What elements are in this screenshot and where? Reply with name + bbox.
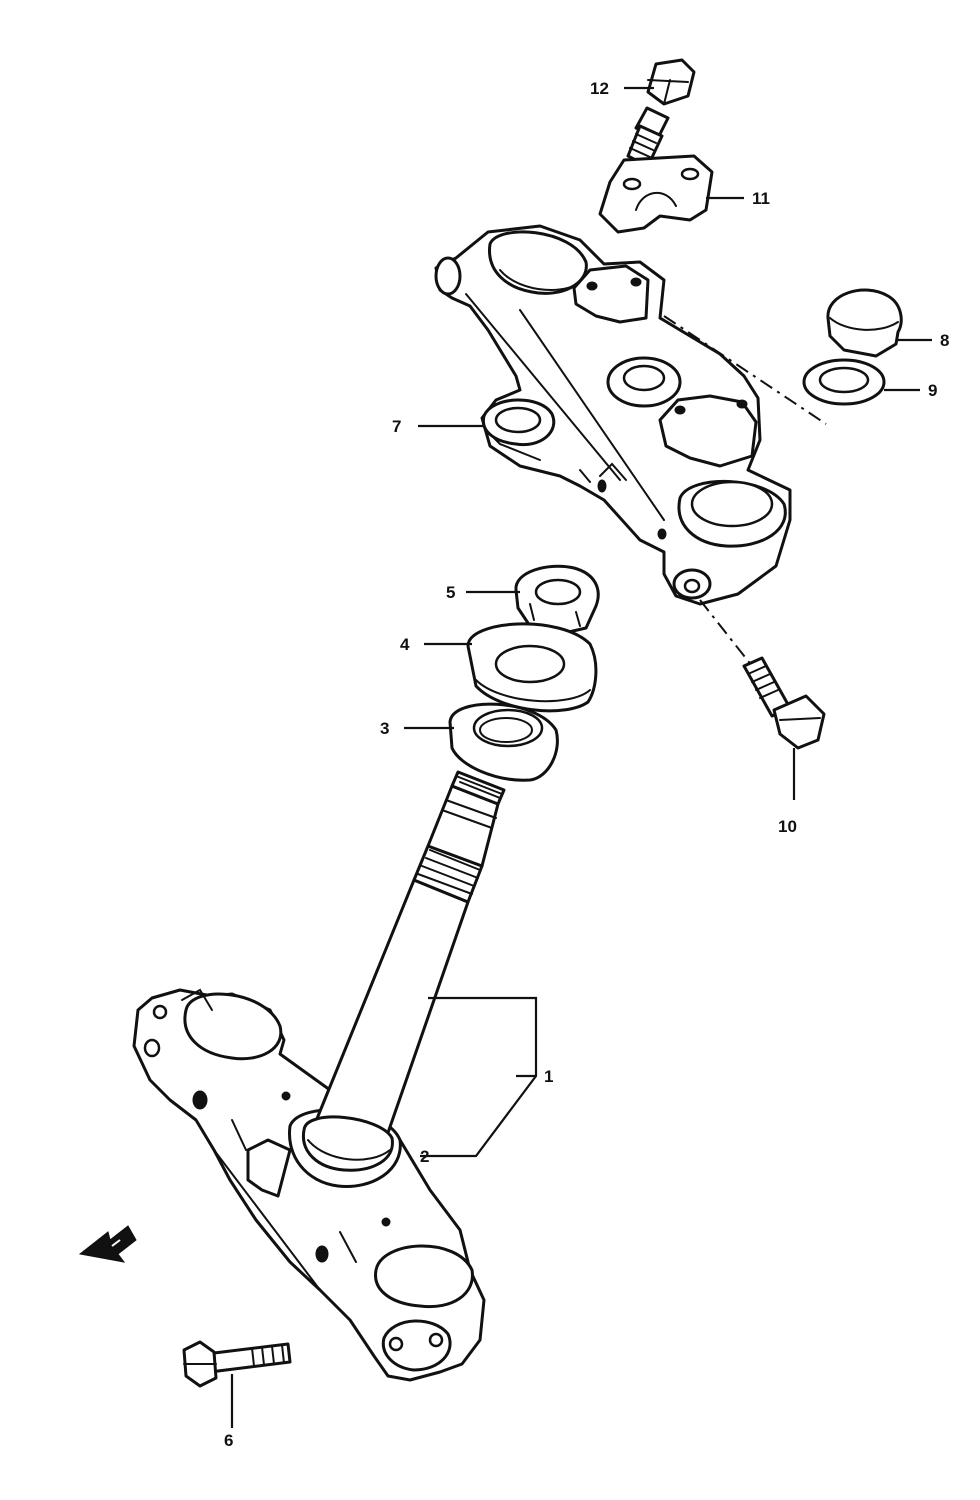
callout-6: 6 [224, 1431, 233, 1450]
callout-10: 10 [778, 817, 797, 836]
callout-5: 5 [446, 583, 455, 602]
alignment-line-lower [699, 599, 753, 667]
part-10-pinch-bolt [742, 656, 826, 750]
callout-12: 12 [590, 79, 609, 98]
part-12-bolt [626, 58, 696, 168]
part-11-handlebar-holder [598, 154, 714, 234]
callout-9: 9 [928, 381, 937, 400]
callout-11: 11 [752, 189, 770, 208]
callout-3: 3 [380, 719, 389, 738]
callout-8: 8 [940, 331, 949, 350]
part-4-dust-seal [466, 622, 598, 713]
callout-1: 1 [544, 1067, 553, 1086]
callout-4: 4 [400, 635, 410, 654]
part-1-steering-stem [132, 770, 506, 1382]
callout-7: 7 [392, 417, 401, 436]
callout-2: 2 [420, 1147, 429, 1166]
part-6-bolt [182, 1340, 292, 1388]
part-7-upper-bracket [434, 224, 792, 606]
arrow-left-down-icon [78, 1225, 137, 1263]
part-9-washer [802, 358, 886, 406]
part-3-bearing [448, 702, 559, 782]
alignment-line-upper [663, 315, 827, 425]
part-2-lower-bearing [301, 1115, 394, 1172]
part-5-stem-nut [514, 564, 600, 636]
part-8-cap-nut [826, 288, 903, 358]
